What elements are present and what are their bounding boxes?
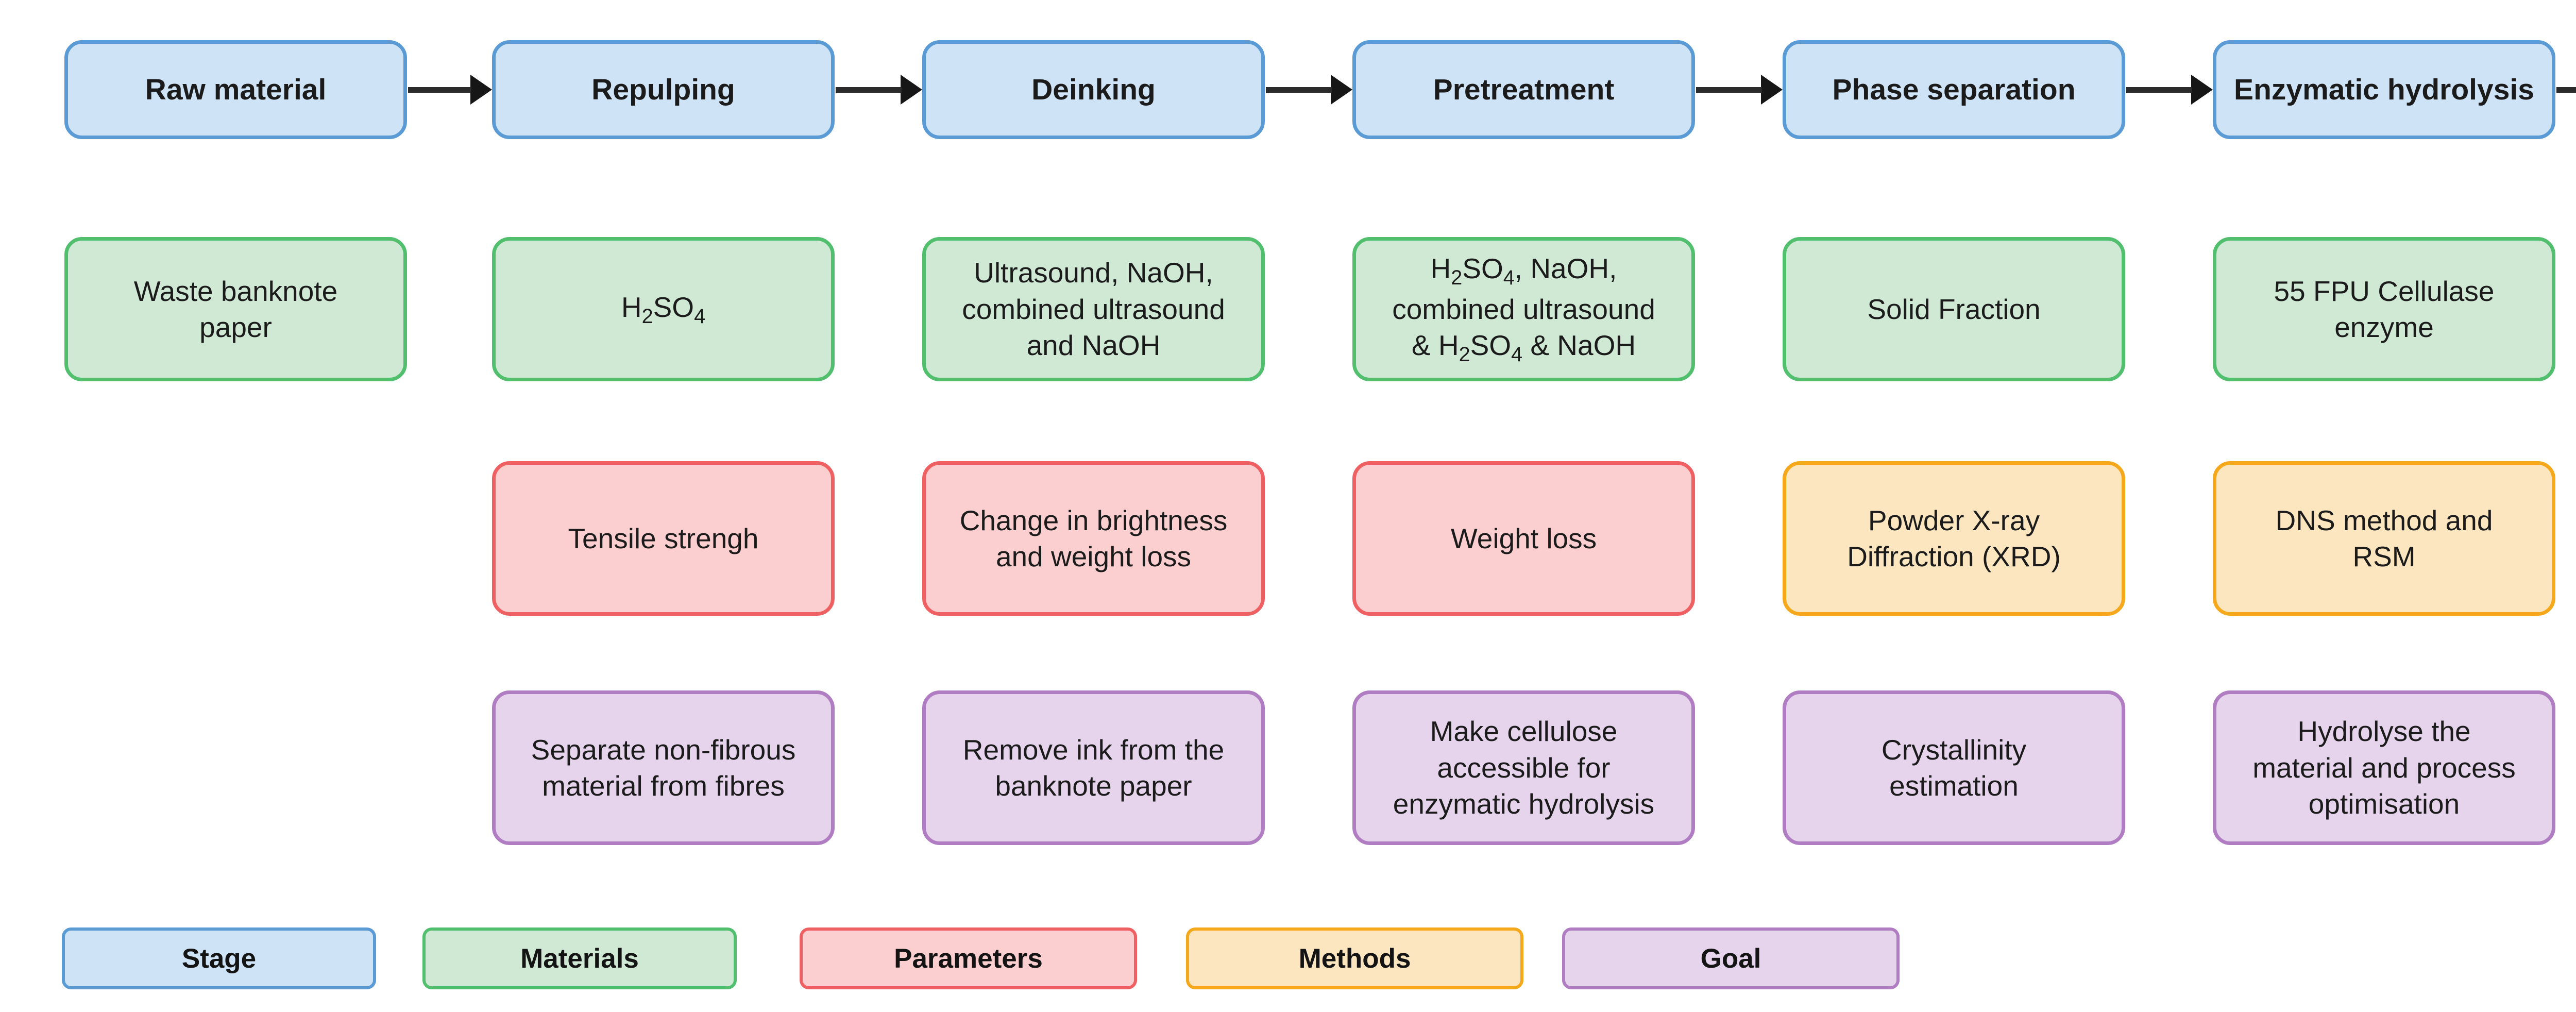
arrow-shaft [1696,87,1762,93]
arrow-shaft [1266,87,1332,93]
parameters-node-label: Tensile strengh [568,522,759,554]
arrow-head-icon [2191,75,2213,105]
stage-node-enzymatic-hydrolysis[interactable]: Enzymatic hydrolysis [2213,40,2555,139]
stage-node-label: Deinking [1031,73,1156,106]
materials-node-label: Solid Fraction [1867,293,2041,325]
materials-node-phase-separation[interactable]: Solid Fraction [1783,237,2125,381]
arrow-head-icon [470,75,492,105]
parameters-node-label: Weight loss [1450,522,1597,554]
materials-node-label: H2SO4 [621,291,706,328]
stage-node-label: Phase separation [1832,73,2076,106]
arrow-shaft [836,87,902,93]
stage-node-label: Enzymatic hydrolysis [2234,73,2534,106]
stage-node-phase-separation[interactable]: Phase separation [1783,40,2125,139]
arrow-head-icon [901,75,922,105]
materials-node-pretreatment[interactable]: H2SO4, NaOH,combined ultrasound& H2SO4 &… [1352,237,1695,381]
legend-item-parameters[interactable]: Parameters [800,927,1137,989]
legend-label: Goal [1700,943,1761,974]
stage-node-label: Raw material [145,73,327,106]
arrow-shaft [2126,87,2192,93]
stage-node-deinking[interactable]: Deinking [922,40,1265,139]
legend-item-goal[interactable]: Goal [1562,927,1900,989]
legend-label: Parameters [894,943,1043,974]
stage-node-label: Repulping [591,73,735,106]
legend-item-methods[interactable]: Methods [1186,927,1523,989]
parameters-node-pretreatment[interactable]: Weight loss [1352,461,1695,616]
legend-item-stage[interactable]: Stage [62,927,376,989]
arrow-head-icon [1331,75,1352,105]
legend-item-materials[interactable]: Materials [422,927,737,989]
legend-label: Methods [1298,943,1411,974]
parameters-node-repulping[interactable]: Tensile strengh [492,461,835,616]
stage-node-raw-material[interactable]: Raw material [64,40,407,139]
legend-label: Materials [520,943,639,974]
arrow-head-icon [1761,75,1783,105]
stage-node-repulping[interactable]: Repulping [492,40,835,139]
materials-node-repulping[interactable]: H2SO4 [492,237,835,381]
legend-label: Stage [181,943,257,974]
stage-node-label: Pretreatment [1433,73,1615,106]
stage-node-pretreatment[interactable]: Pretreatment [1352,40,1695,139]
arrow-shaft [408,87,471,93]
materials-node-label: H2SO4, NaOH,combined ultrasound& H2SO4 &… [1392,252,1655,366]
arrow-shaft [2556,87,2576,93]
